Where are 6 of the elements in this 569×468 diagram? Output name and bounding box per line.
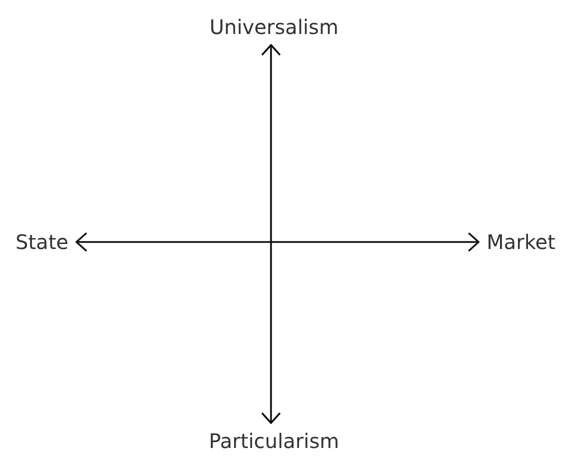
- axis-label: Particularism: [208, 429, 340, 453]
- axis-label: Universalism: [210, 15, 338, 39]
- axis-label: State: [16, 230, 68, 254]
- double-headed-arrow: [76, 232, 480, 252]
- double-headed-arrow: [261, 44, 281, 424]
- axis-label: Market: [486, 230, 556, 254]
